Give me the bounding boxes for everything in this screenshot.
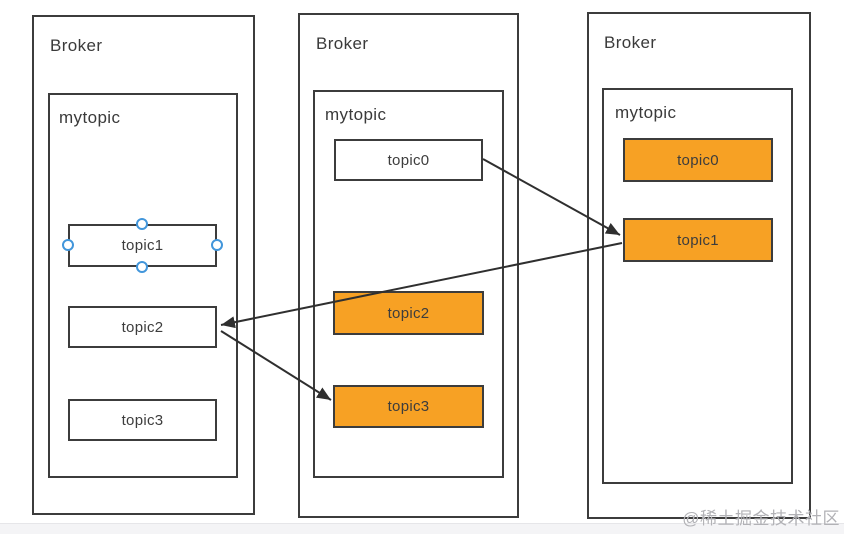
broker-2-mytopic-group[interactable]: mytopic topic0 topic2 topic3 — [313, 90, 504, 478]
page-edge-strip — [0, 523, 844, 534]
selection-handle-top[interactable] — [136, 218, 148, 230]
broker-1-box[interactable]: Broker mytopic topic1 topic2 topic3 — [32, 15, 255, 515]
broker-3-box[interactable]: Broker mytopic topic0 topic1 — [587, 12, 811, 519]
topic-label: topic0 — [677, 151, 719, 169]
broker-2-box[interactable]: Broker mytopic topic0 topic2 topic3 — [298, 13, 519, 518]
broker-2-group-label: mytopic — [325, 105, 387, 124]
broker-1-topic2-shape[interactable]: topic2 — [68, 306, 217, 348]
watermark: @稀土掘金技术社区 — [682, 509, 840, 528]
selection-handle-right[interactable] — [211, 239, 223, 251]
topic-label: topic0 — [387, 151, 430, 169]
broker-2-topic2-shape[interactable]: topic2 — [333, 291, 484, 335]
broker-1-topic1-shape[interactable]: topic1 — [68, 224, 217, 267]
broker-3-topic1-shape[interactable]: topic1 — [623, 218, 773, 262]
broker-1-topic3-shape[interactable]: topic3 — [68, 399, 217, 441]
broker-1-group-label: mytopic — [59, 108, 121, 127]
broker-3-label: Broker — [604, 33, 657, 52]
selection-handle-left[interactable] — [62, 239, 74, 251]
topic-label: topic3 — [387, 398, 430, 415]
broker-2-label: Broker — [316, 34, 369, 53]
selection-handle-bottom[interactable] — [136, 261, 148, 273]
broker-2-topic0-shape[interactable]: topic0 — [334, 139, 483, 181]
topic-label: topic1 — [121, 237, 164, 254]
broker-1-mytopic-group[interactable]: mytopic topic1 topic2 topic3 — [48, 93, 238, 478]
broker-1-label: Broker — [50, 36, 103, 55]
topic-label: topic2 — [387, 304, 430, 322]
broker-2-topic3-shape[interactable]: topic3 — [333, 385, 484, 428]
broker-3-group-label: mytopic — [615, 103, 677, 122]
broker-3-mytopic-group[interactable]: mytopic topic0 topic1 — [602, 88, 793, 484]
topic-label: topic1 — [677, 231, 719, 249]
topic-label: topic3 — [121, 411, 164, 429]
broker-3-topic0-shape[interactable]: topic0 — [623, 138, 773, 182]
topic-label: topic2 — [121, 318, 164, 336]
